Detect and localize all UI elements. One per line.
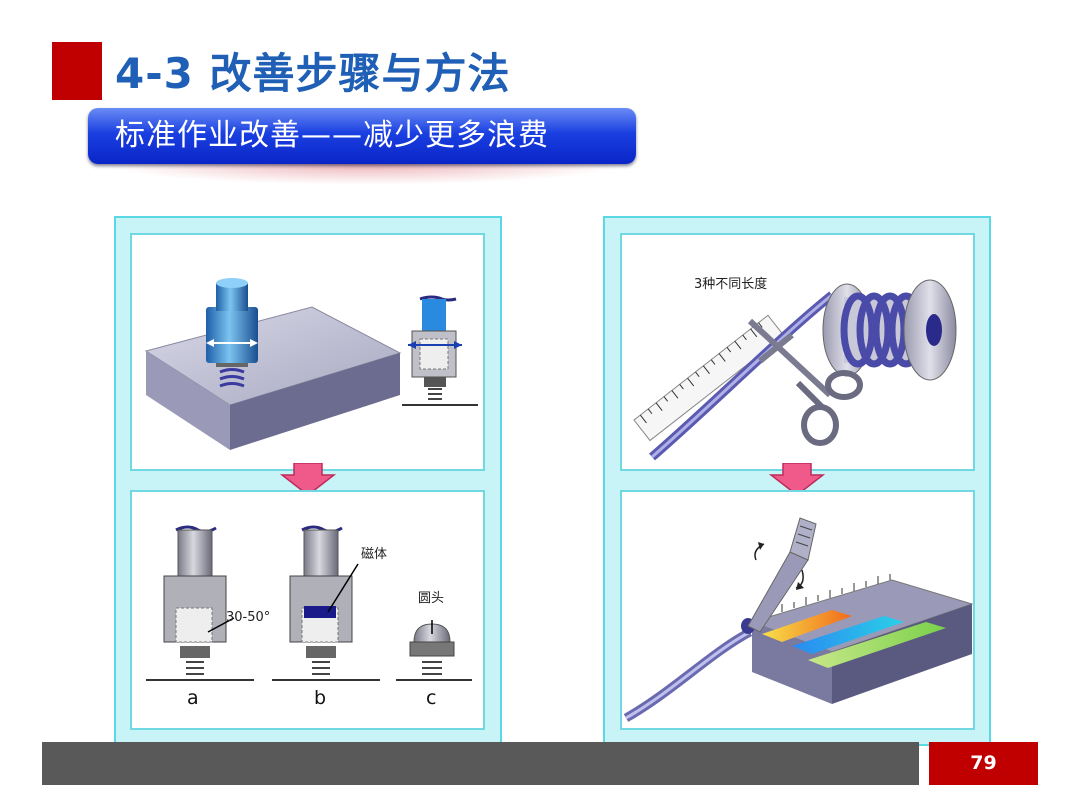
left-top-illustration [130, 233, 485, 471]
round-head-label: 圆头 [418, 591, 444, 606]
slide-title: 4-3 改善步骤与方法 [115, 49, 511, 98]
variant-b-label: b [314, 687, 326, 709]
spool-ruler-scissors-illustration: 3种不同长度 [633, 276, 957, 461]
subtitle-banner [88, 108, 636, 164]
title-marker [52, 42, 102, 100]
banner-shadow [100, 163, 630, 185]
ruler [633, 314, 785, 442]
variant-c-drawing [396, 620, 472, 681]
down-arrow-icon [280, 463, 336, 496]
cutting-jig-illustration [623, 517, 973, 722]
variant-b-drawing [272, 525, 380, 681]
scissors [747, 318, 863, 446]
page-number: 79 [970, 752, 997, 774]
right-bottom-illustration [620, 490, 975, 730]
variant-a-label: a [187, 687, 199, 709]
lengths-label: 3种不同长度 [694, 276, 767, 292]
left-bottom-illustration: 30-50° 磁体 圆头 a b c [130, 490, 485, 730]
locator-variants-illustration: 30-50° 磁体 圆头 a b c [146, 525, 472, 709]
right-top-illustration: 3种不同长度 [620, 233, 975, 471]
page-number-box [929, 742, 1038, 785]
footer-bar [42, 742, 919, 785]
angle-label: 30-50° [226, 610, 270, 625]
bolt-block-illustration [144, 278, 478, 450]
down-arrow-icon [769, 463, 825, 496]
subtitle-text: 标准作业改善——减少更多浪费 [115, 118, 549, 153]
magnet-label: 磁体 [361, 547, 387, 562]
variant-a-drawing [146, 525, 254, 681]
variant-c-label: c [426, 687, 436, 709]
